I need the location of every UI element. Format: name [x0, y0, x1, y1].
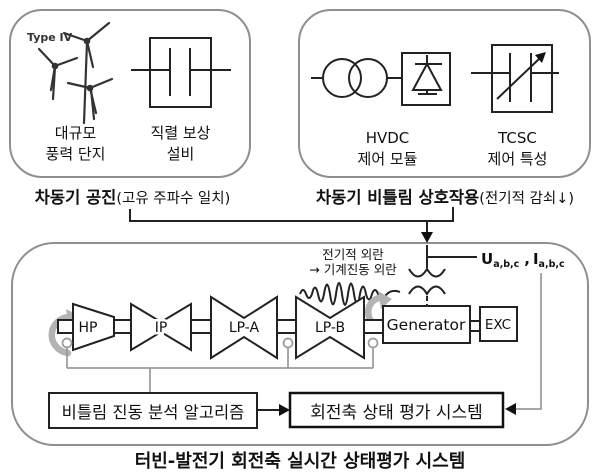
lpa-turbine — [210, 295, 278, 360]
lpb-label: LP-B — [315, 320, 345, 336]
evaluation-box — [288, 391, 505, 429]
figure-caption: 터빈-발전기 회전축 실시간 상태평가 시스템 — [134, 451, 466, 472]
lpa-label: LP-A — [229, 320, 260, 336]
current-symbol: I — [532, 250, 539, 268]
hvdc-label: HVDC 제어 모듈 — [357, 129, 418, 168]
hp-label: HP — [79, 320, 98, 336]
ssti-panel-outline — [298, 9, 591, 178]
down-arrowhead — [421, 232, 433, 243]
type-iv-label: Type IV — [27, 31, 73, 44]
analysis-box-label: 비틀림 진동 분석 알고리즘 — [61, 402, 245, 422]
disturbance-note: 전기적 외란 → 기계진동 외란 — [309, 247, 397, 277]
sensor-wiring — [61, 337, 379, 393]
hvdc-converter-icon — [311, 52, 451, 106]
ssr-panel-outline — [9, 9, 251, 178]
exciter-box — [479, 306, 518, 342]
exciter-label: EXC — [485, 317, 511, 333]
panels-to-system-connector — [129, 207, 454, 243]
series-capacitor-icon — [131, 37, 231, 108]
signal-separator: , — [524, 250, 530, 268]
tcsc-icon — [471, 44, 559, 113]
evaluation-box-label: 회전축 상태 평가 시스템 — [310, 402, 483, 423]
wind-turbines-icon — [37, 21, 114, 125]
ip-turbine — [130, 302, 192, 352]
lpb-turbine — [295, 295, 365, 360]
turbine-shaft-train: HP IP LP-A LP-B Generator EXC — [57, 295, 518, 360]
right-arrowhead — [279, 404, 290, 416]
sensor-1 — [61, 337, 73, 349]
processing-boxes — [48, 273, 542, 429]
hp-turbine — [72, 302, 115, 352]
instrument-transformer-icon — [408, 245, 477, 306]
left-arrowhead — [505, 403, 516, 415]
wind-farm-label: 대규모 풍력 단지 — [45, 124, 106, 163]
ssr-caption: 차동기 공진(고유 주파수 일치) — [34, 188, 231, 207]
tcsc-label: TCSC 제어 특성 — [487, 129, 548, 168]
disturbance-wave — [299, 282, 401, 306]
sensor-2 — [282, 337, 294, 349]
analysis-box — [48, 392, 258, 429]
ip-label: IP — [155, 320, 168, 336]
voltage-symbol: U — [481, 250, 494, 268]
generator-label: Generator — [387, 316, 466, 334]
voltage-subscript: a,b,c — [493, 259, 520, 270]
series-comp-label: 직렬 보상 설비 — [150, 124, 211, 163]
current-subscript: a,b,c — [538, 259, 565, 270]
ssti-caption: 차동기 비틀림 상호작용(전기적 감쇠↓) — [315, 188, 575, 207]
shaft-system-panel-outline — [11, 242, 589, 446]
sensor-3 — [367, 337, 379, 349]
generator-box — [382, 305, 471, 344]
